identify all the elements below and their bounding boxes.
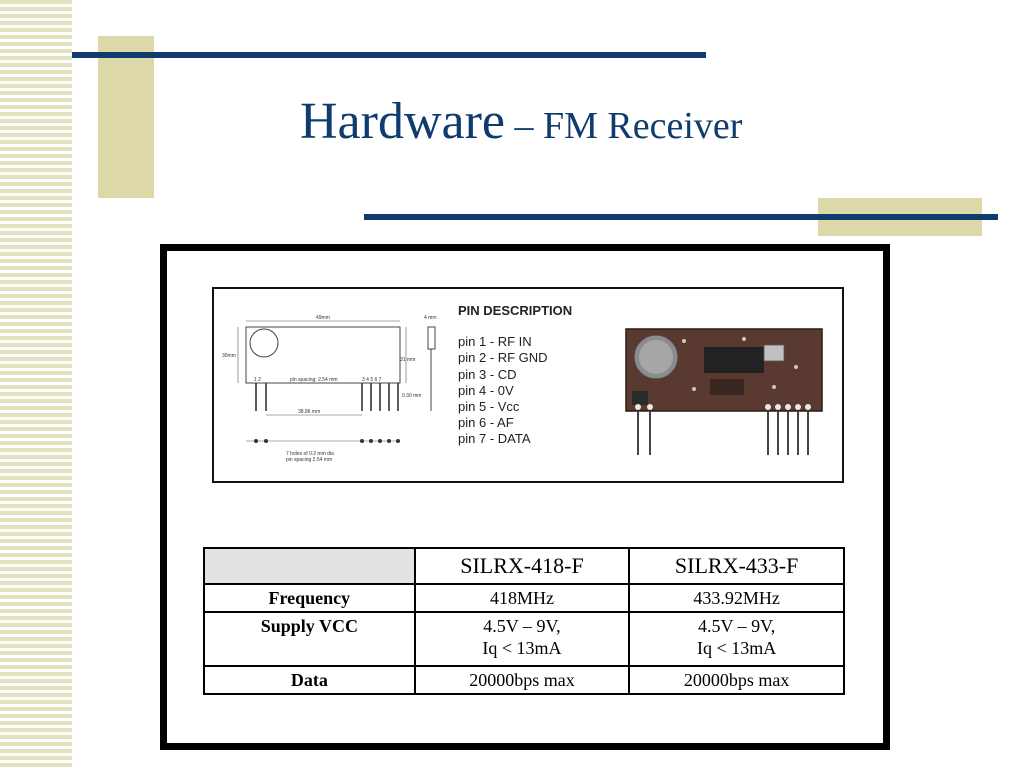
pin-numbers-left: 1 2 (254, 377, 261, 383)
cell-data-418: 20000bps max (413, 665, 631, 695)
cell-supply-418-line1: 4.5V – 9V, (483, 616, 561, 636)
dim-height2-label: 31 mm (400, 357, 415, 363)
title-rule-top (72, 52, 706, 58)
table-row: Frequency 418MHz 433.92MHz (203, 583, 845, 613)
table-row: Data 20000bps max 20000bps max (203, 665, 845, 695)
spec-table-header-row: SILRX-418-F SILRX-433-F (203, 547, 845, 585)
pin-numbers-right: 3 4 5 6 7 (362, 377, 382, 383)
table-row: Supply VCC 4.5V – 9V, Iq < 13mA 4.5V – 9… (203, 611, 845, 667)
row-label-supply-vcc: Supply VCC (203, 611, 416, 667)
pin-item: pin 7 - DATA (458, 431, 531, 447)
hardware-figure-frame: 49mm 30mm 31 mm 4 mm 0.30 mm 1 2 pin spa… (160, 244, 890, 750)
pin-spacing-label: pin spacing: 2.54 mm (290, 377, 338, 383)
cell-supply-433: 4.5V – 9V, Iq < 13mA (628, 611, 845, 667)
dim-lead-label: 0.30 mm (402, 393, 421, 399)
cell-data-433: 20000bps max (628, 665, 845, 695)
slide-title-sub: – FM Receiver (504, 105, 743, 147)
pin-item: pin 2 - RF GND (458, 350, 548, 366)
hole-note-line1: 7 holes of 0.2 mm dia (286, 451, 334, 457)
module-dimension-drawing: 49mm 30mm 31 mm 4 mm 0.30 mm 1 2 pin spa… (222, 315, 437, 463)
cell-supply-418: 4.5V – 9V, Iq < 13mA (413, 611, 631, 667)
spec-table-header-433: SILRX-433-F (628, 547, 845, 585)
cell-supply-418-line2: Iq < 13mA (482, 638, 562, 658)
pin-item: pin 1 - RF IN (458, 334, 532, 350)
dim-span-label: 38.86 mm (298, 409, 320, 415)
pin-item: pin 3 - CD (458, 366, 517, 382)
dim-height-label: 30mm (222, 353, 236, 359)
left-stripe-decoration (0, 0, 72, 768)
receiver-module-photo (625, 328, 823, 455)
cell-supply-433-line1: 4.5V – 9V, (697, 616, 776, 636)
cell-supply-433-line2: Iq < 13mA (697, 638, 777, 658)
dim-width-label: 49mm (316, 315, 330, 321)
pin-description-panel: 49mm 30mm 31 mm 4 mm 0.30 mm 1 2 pin spa… (212, 287, 844, 483)
pin-item: pin 5 - Vcc (458, 399, 520, 415)
pin-item: pin 6 - AF (458, 415, 514, 431)
title-accent-box-left (98, 36, 154, 198)
hole-note-line2: pin spacing 2.54 mm (286, 457, 332, 463)
slide-title-main: Hardware (300, 93, 505, 150)
spec-table-header-blank (203, 547, 416, 585)
cell-frequency-418: 418MHz (413, 583, 631, 613)
spec-table: SILRX-418-F SILRX-433-F Frequency 418MHz… (203, 547, 845, 695)
title-rule-bottom (364, 214, 998, 220)
row-label-frequency: Frequency (203, 583, 416, 613)
row-label-data: Data (203, 665, 416, 695)
cell-frequency-433: 433.92MHz (628, 583, 845, 613)
pin-list: PIN DESCRIPTION pin 1 - RF IN pin 2 - RF… (458, 303, 572, 448)
pin-item: pin 4 - 0V (458, 382, 514, 398)
dim-depth-label: 4 mm (424, 315, 437, 321)
spec-table-header-418: SILRX-418-F (413, 547, 631, 585)
pin-description-title: PIN DESCRIPTION (458, 303, 573, 318)
slide-title: Hardware – FM Receiver (300, 92, 742, 151)
